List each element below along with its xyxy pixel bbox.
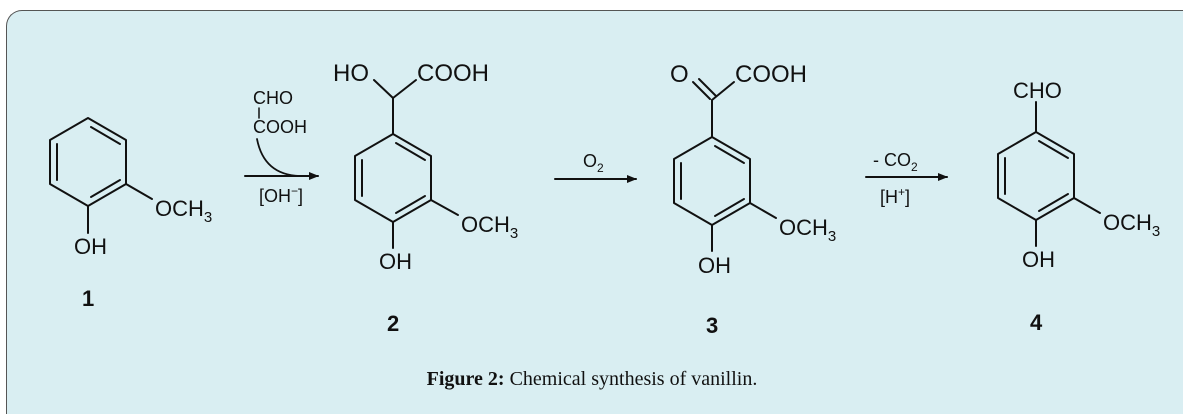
compound-2-cooh-label: COOH	[417, 60, 489, 87]
step-3-condition: [H+]	[880, 185, 910, 207]
compound-1-och3-label: OCH3	[155, 196, 212, 226]
compound-2-structure	[354, 79, 459, 249]
compound-1-structure	[49, 117, 153, 234]
figure-panel	[6, 10, 1183, 414]
compound-3-structure	[673, 78, 777, 252]
step-1-condition: [OH−]	[259, 184, 303, 206]
compound-3-number: 3	[706, 313, 718, 338]
caption-text: Chemical synthesis of vanillin.	[505, 368, 758, 390]
glyoxylic-acid-cho-label: CHO	[253, 88, 293, 108]
compound-4-oh-label: OH	[1022, 247, 1055, 272]
compound-2-ho-label: HO	[333, 60, 369, 87]
caption-label: Figure 2:	[427, 368, 505, 390]
compound-2-oh-label: OH	[379, 249, 412, 274]
compound-2-och3-label: OCH3	[461, 212, 518, 242]
compound-1-oh-label: OH	[74, 234, 107, 259]
compound-3-cooh-label: COOH	[735, 61, 807, 88]
compound-3-o-label: O	[670, 61, 689, 88]
compound-4-cho-label: CHO	[1013, 78, 1062, 103]
figure-caption: Figure 2: Chemical synthesis of vanillin…	[427, 368, 758, 390]
compound-4-och3-label: OCH3	[1103, 210, 1160, 240]
compound-1-number: 1	[82, 286, 94, 311]
compound-4-number: 4	[1030, 310, 1043, 335]
step-3-reagent: - CO2	[873, 150, 918, 174]
compound-2-number: 2	[387, 311, 399, 336]
glyoxylic-acid-cooh-label: COOH	[253, 117, 307, 137]
compound-3-oh-label: OH	[698, 253, 731, 278]
step-2-reagent: O2	[583, 151, 604, 175]
compound-4-structure	[997, 101, 1101, 247]
compound-3-och3-label: OCH3	[779, 215, 836, 245]
